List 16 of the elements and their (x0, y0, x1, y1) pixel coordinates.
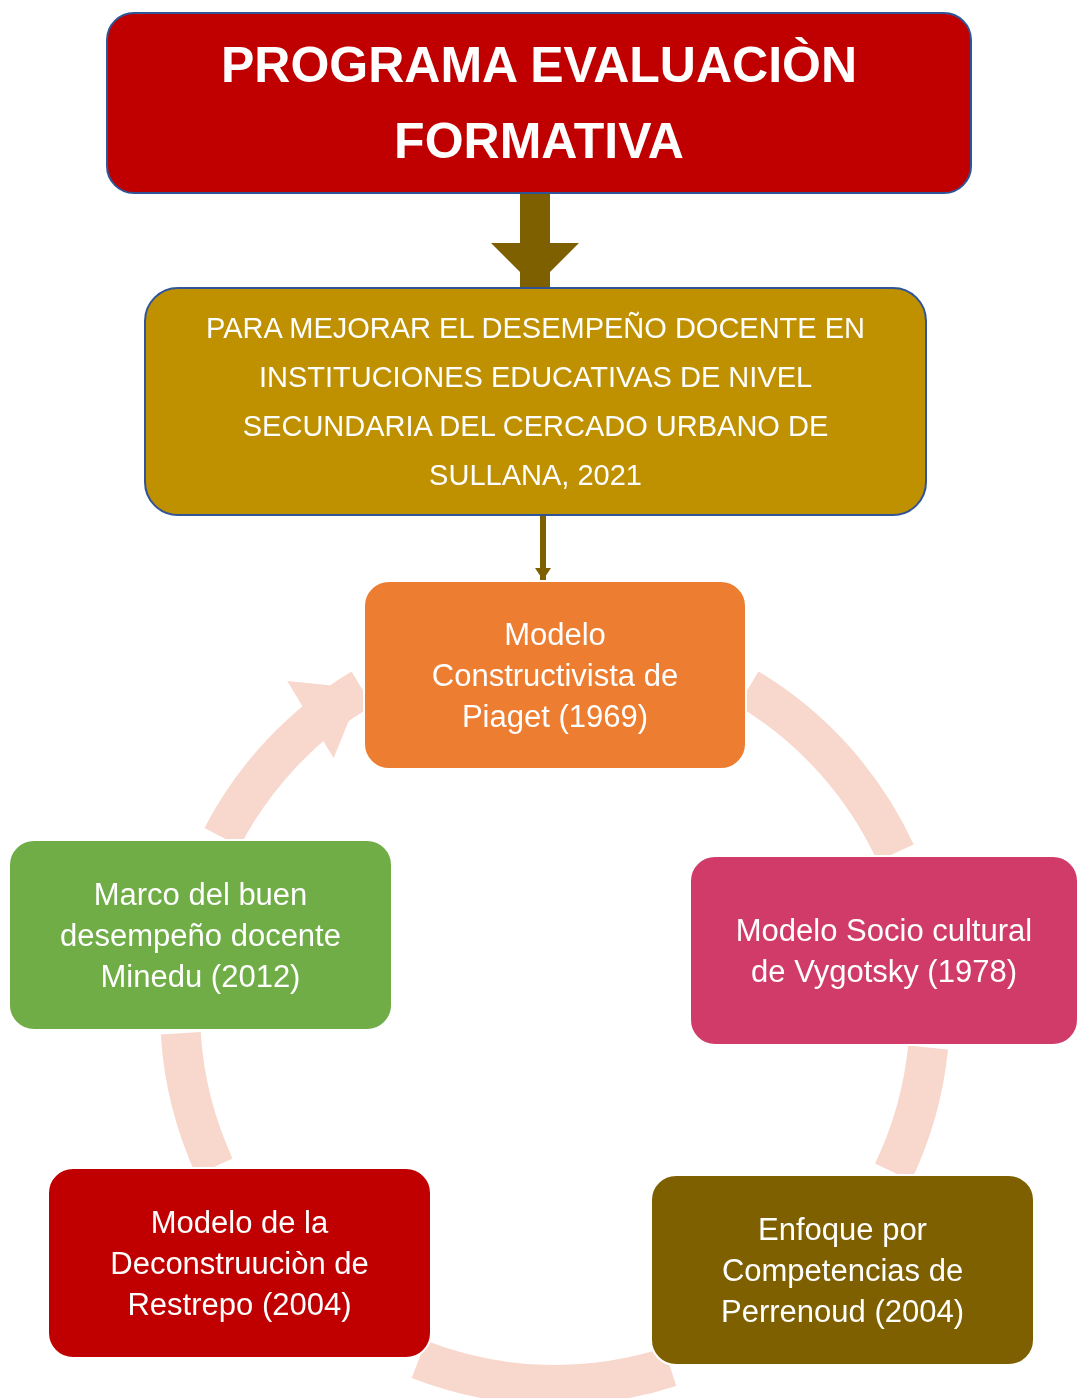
node-text: PROGRAMA EVALUACIÒN FORMATIVA (219, 36, 859, 171)
arrow (535, 516, 551, 580)
node-text: PARA MEJORAR EL DESEMPEÑO DOCENTE EN INSTITUCIONES EDUCATIVAS DE NIVEL SECUNDARIA DEL CERCADO URBANO DE SULLANA, 2021 (204, 310, 867, 493)
node-text: Modelo Constructivista de Piaget (1969) (430, 615, 680, 736)
node-text: Modelo Socio cultural de Vygotsky (1978) (734, 911, 1034, 991)
process-box (363, 580, 747, 770)
process-box (8, 839, 393, 1031)
node-text: Modelo de la Deconstruuciòn de Restrepo (2004) (109, 1203, 370, 1324)
process-box (47, 1167, 432, 1359)
process-box (650, 1174, 1035, 1366)
process-box (689, 855, 1079, 1046)
title-box (106, 12, 972, 194)
arrow (491, 194, 579, 287)
process-box (144, 287, 927, 516)
node-text: Marco del buen desempeño docente Minedu (2012) (59, 875, 342, 996)
node-text: Enfoque por Competencias de Perrenoud (2004) (720, 1210, 965, 1331)
